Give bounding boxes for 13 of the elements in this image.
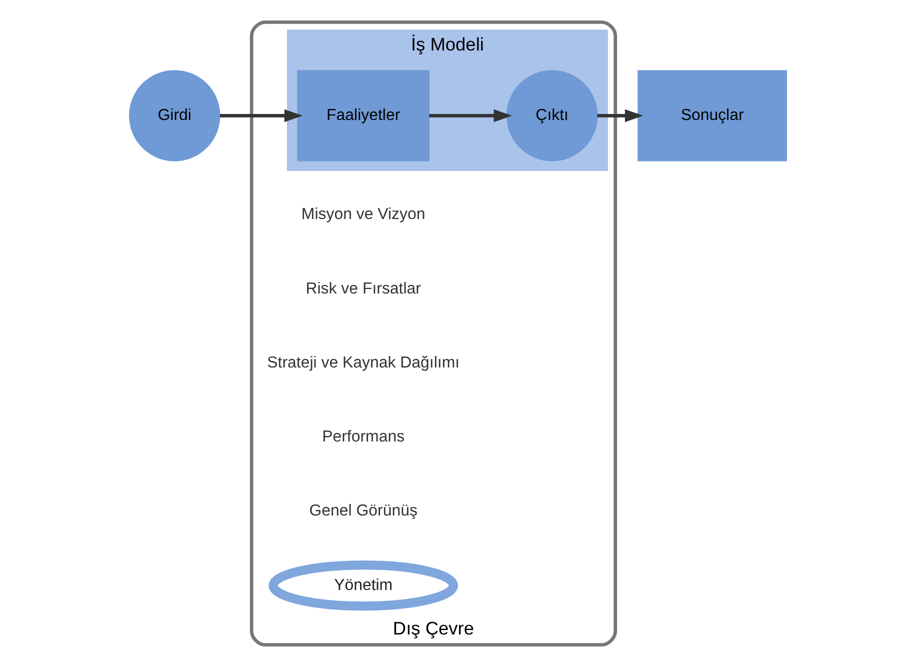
arrow xyxy=(220,109,303,122)
label: Genel Görünüş xyxy=(309,502,418,520)
node-ellipse: Yönetim xyxy=(268,560,458,611)
label: Risk ve Fırsatlar xyxy=(306,280,421,298)
node-circle: Girdi xyxy=(129,70,220,162)
node-box: Sonuçlar xyxy=(638,70,788,162)
label: Misyon ve Vizyon xyxy=(301,206,426,224)
arrow xyxy=(429,109,512,122)
label: Strateji ve Kaynak Dağılımı xyxy=(267,354,460,372)
node-circle: Çıktı xyxy=(506,70,598,162)
arrow xyxy=(597,109,644,122)
label: Performans xyxy=(322,428,405,446)
node-box: Faaliyetler xyxy=(297,70,430,162)
